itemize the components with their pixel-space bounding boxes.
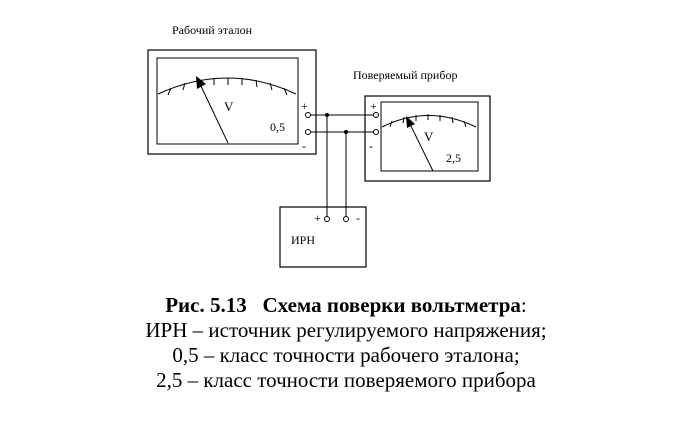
tested-meter-title: Поверяемый прибор <box>353 68 457 82</box>
negative-junction <box>344 130 348 134</box>
source-plus-terminal <box>324 216 330 222</box>
caption-line-reference-class: 0,5 – класс точности рабочего эталона; <box>172 343 520 367</box>
tested-meter-scale-ticks <box>389 114 467 128</box>
positive-junction <box>325 113 329 117</box>
tested-plus-terminal <box>373 112 379 118</box>
junctions <box>325 113 348 134</box>
reference-meter-plus-sign: + <box>301 99 308 113</box>
source-minus-terminal <box>343 216 349 222</box>
voltage-source-plus-sign: + <box>314 211 321 225</box>
reference-meter-title: Рабочий эталон <box>172 23 253 37</box>
reference-meter-face <box>156 57 299 145</box>
voltage-source: ИРН + - <box>279 206 367 268</box>
reference-meter-scale-arc <box>157 77 297 95</box>
reference-minus-terminal <box>305 129 311 135</box>
caption-line-tested-class: 2,5 – класс точности поверяемого прибора <box>156 368 536 392</box>
verification-circuit-diagram: Рабочий эталон V 0,5 + - Поверяемый приб… <box>147 23 491 268</box>
caption-line-source: ИРН – источник регулируемого напряжения; <box>145 318 547 342</box>
caption-title-line: Рис. 5.13 Схема поверки вольтметра: <box>0 293 692 317</box>
reference-meter-needle-tip <box>196 76 206 89</box>
figure-number: Рис. 5.13 <box>165 293 247 317</box>
reference-meter: Рабочий эталон V 0,5 + - <box>147 23 317 155</box>
terminals <box>305 112 379 222</box>
voltage-source-minus-sign: - <box>356 211 360 225</box>
tested-minus-terminal <box>373 129 379 135</box>
tested-meter: Поверяемый прибор V 2,5 + - <box>353 68 491 182</box>
figure-title: Схема поверки вольтметра <box>262 293 521 317</box>
voltage-source-label: ИРН <box>291 233 315 247</box>
reference-meter-case <box>147 49 317 155</box>
tested-meter-case <box>364 95 491 182</box>
reference-meter-unit: V <box>224 99 234 114</box>
figure-title-suffix: : <box>520 293 527 317</box>
reference-meter-minus-sign: - <box>302 139 306 153</box>
tested-meter-scale-arc <box>381 115 477 128</box>
tested-meter-face <box>380 101 479 172</box>
tested-meter-minus-sign: - <box>369 139 373 153</box>
reference-meter-needle <box>199 83 229 144</box>
reference-meter-scale-ticks <box>167 78 288 96</box>
reference-meter-accuracy-class: 0,5 <box>270 120 285 134</box>
tested-meter-accuracy-class: 2,5 <box>446 151 461 165</box>
wiring <box>311 114 374 217</box>
voltage-source-box <box>279 206 367 268</box>
reference-plus-terminal <box>305 112 311 118</box>
tested-meter-plus-sign: + <box>370 99 377 113</box>
tested-meter-needle <box>409 123 434 172</box>
tested-meter-needle-tip <box>406 116 415 128</box>
tested-meter-unit: V <box>424 129 434 144</box>
